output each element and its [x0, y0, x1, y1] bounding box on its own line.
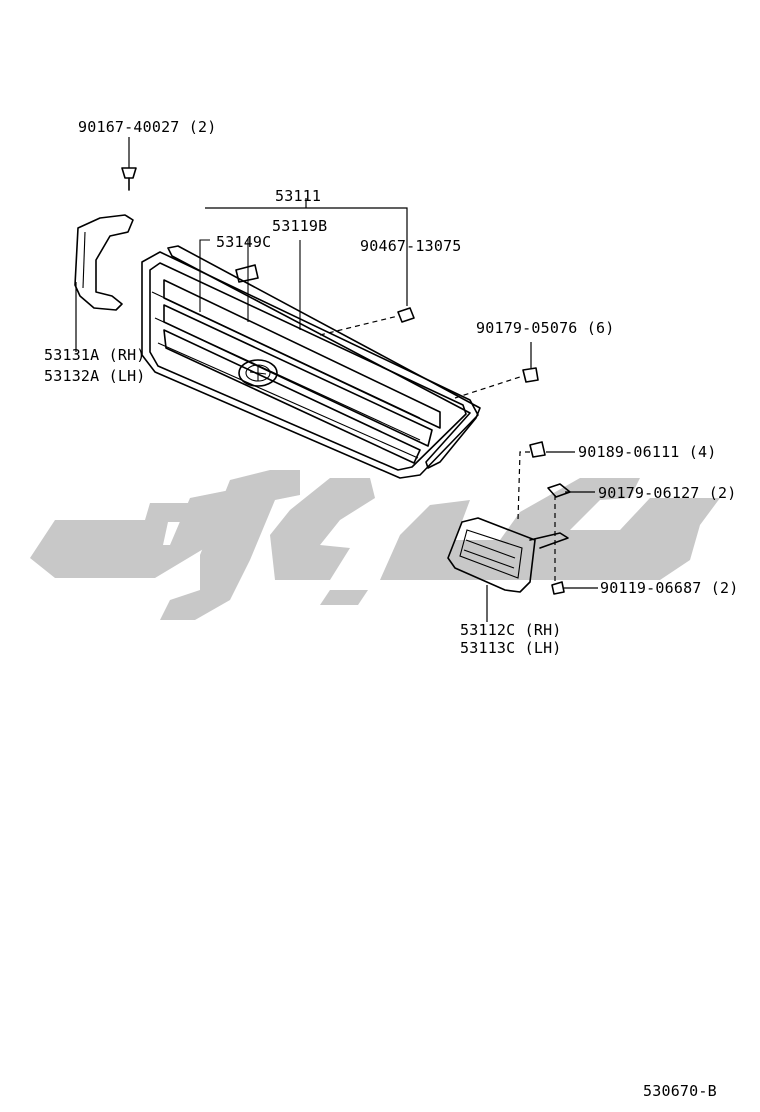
callout-90167-40027: 90167-40027 (2) [78, 118, 216, 136]
callout-53132a: 53132A (LH) [44, 367, 146, 385]
diagram-code: 530670-B [643, 1082, 717, 1100]
watermark-logo [30, 470, 720, 620]
callout-53113c: 53113C (LH) [460, 639, 562, 657]
bolt-90119 [551, 581, 565, 595]
nut-90179-05076 [522, 367, 539, 383]
nut-90189 [529, 441, 546, 458]
grille-assembly [141, 238, 481, 479]
callout-53131a: 53131A (RH) [44, 346, 146, 364]
callout-53112c: 53112C (RH) [460, 621, 562, 639]
callout-90179-05076: 90179-05076 (6) [476, 319, 614, 337]
callout-53119b: 53119B [272, 217, 327, 235]
leader-lines [75, 137, 598, 622]
callout-90189-06111: 90189-06111 (4) [578, 443, 716, 461]
callout-53111: 53111 [275, 187, 321, 205]
callout-90467-13075: 90467-13075 [360, 237, 462, 255]
grille-bracket [74, 214, 134, 311]
callout-53149c: 53149C [216, 233, 271, 251]
nut-90467 [397, 307, 415, 323]
side-grille [447, 517, 569, 593]
callout-90179-06127: 90179-06127 (2) [598, 484, 736, 502]
callout-90119-06687: 90119-06687 (2) [600, 579, 738, 597]
screw-90167 [121, 167, 137, 191]
